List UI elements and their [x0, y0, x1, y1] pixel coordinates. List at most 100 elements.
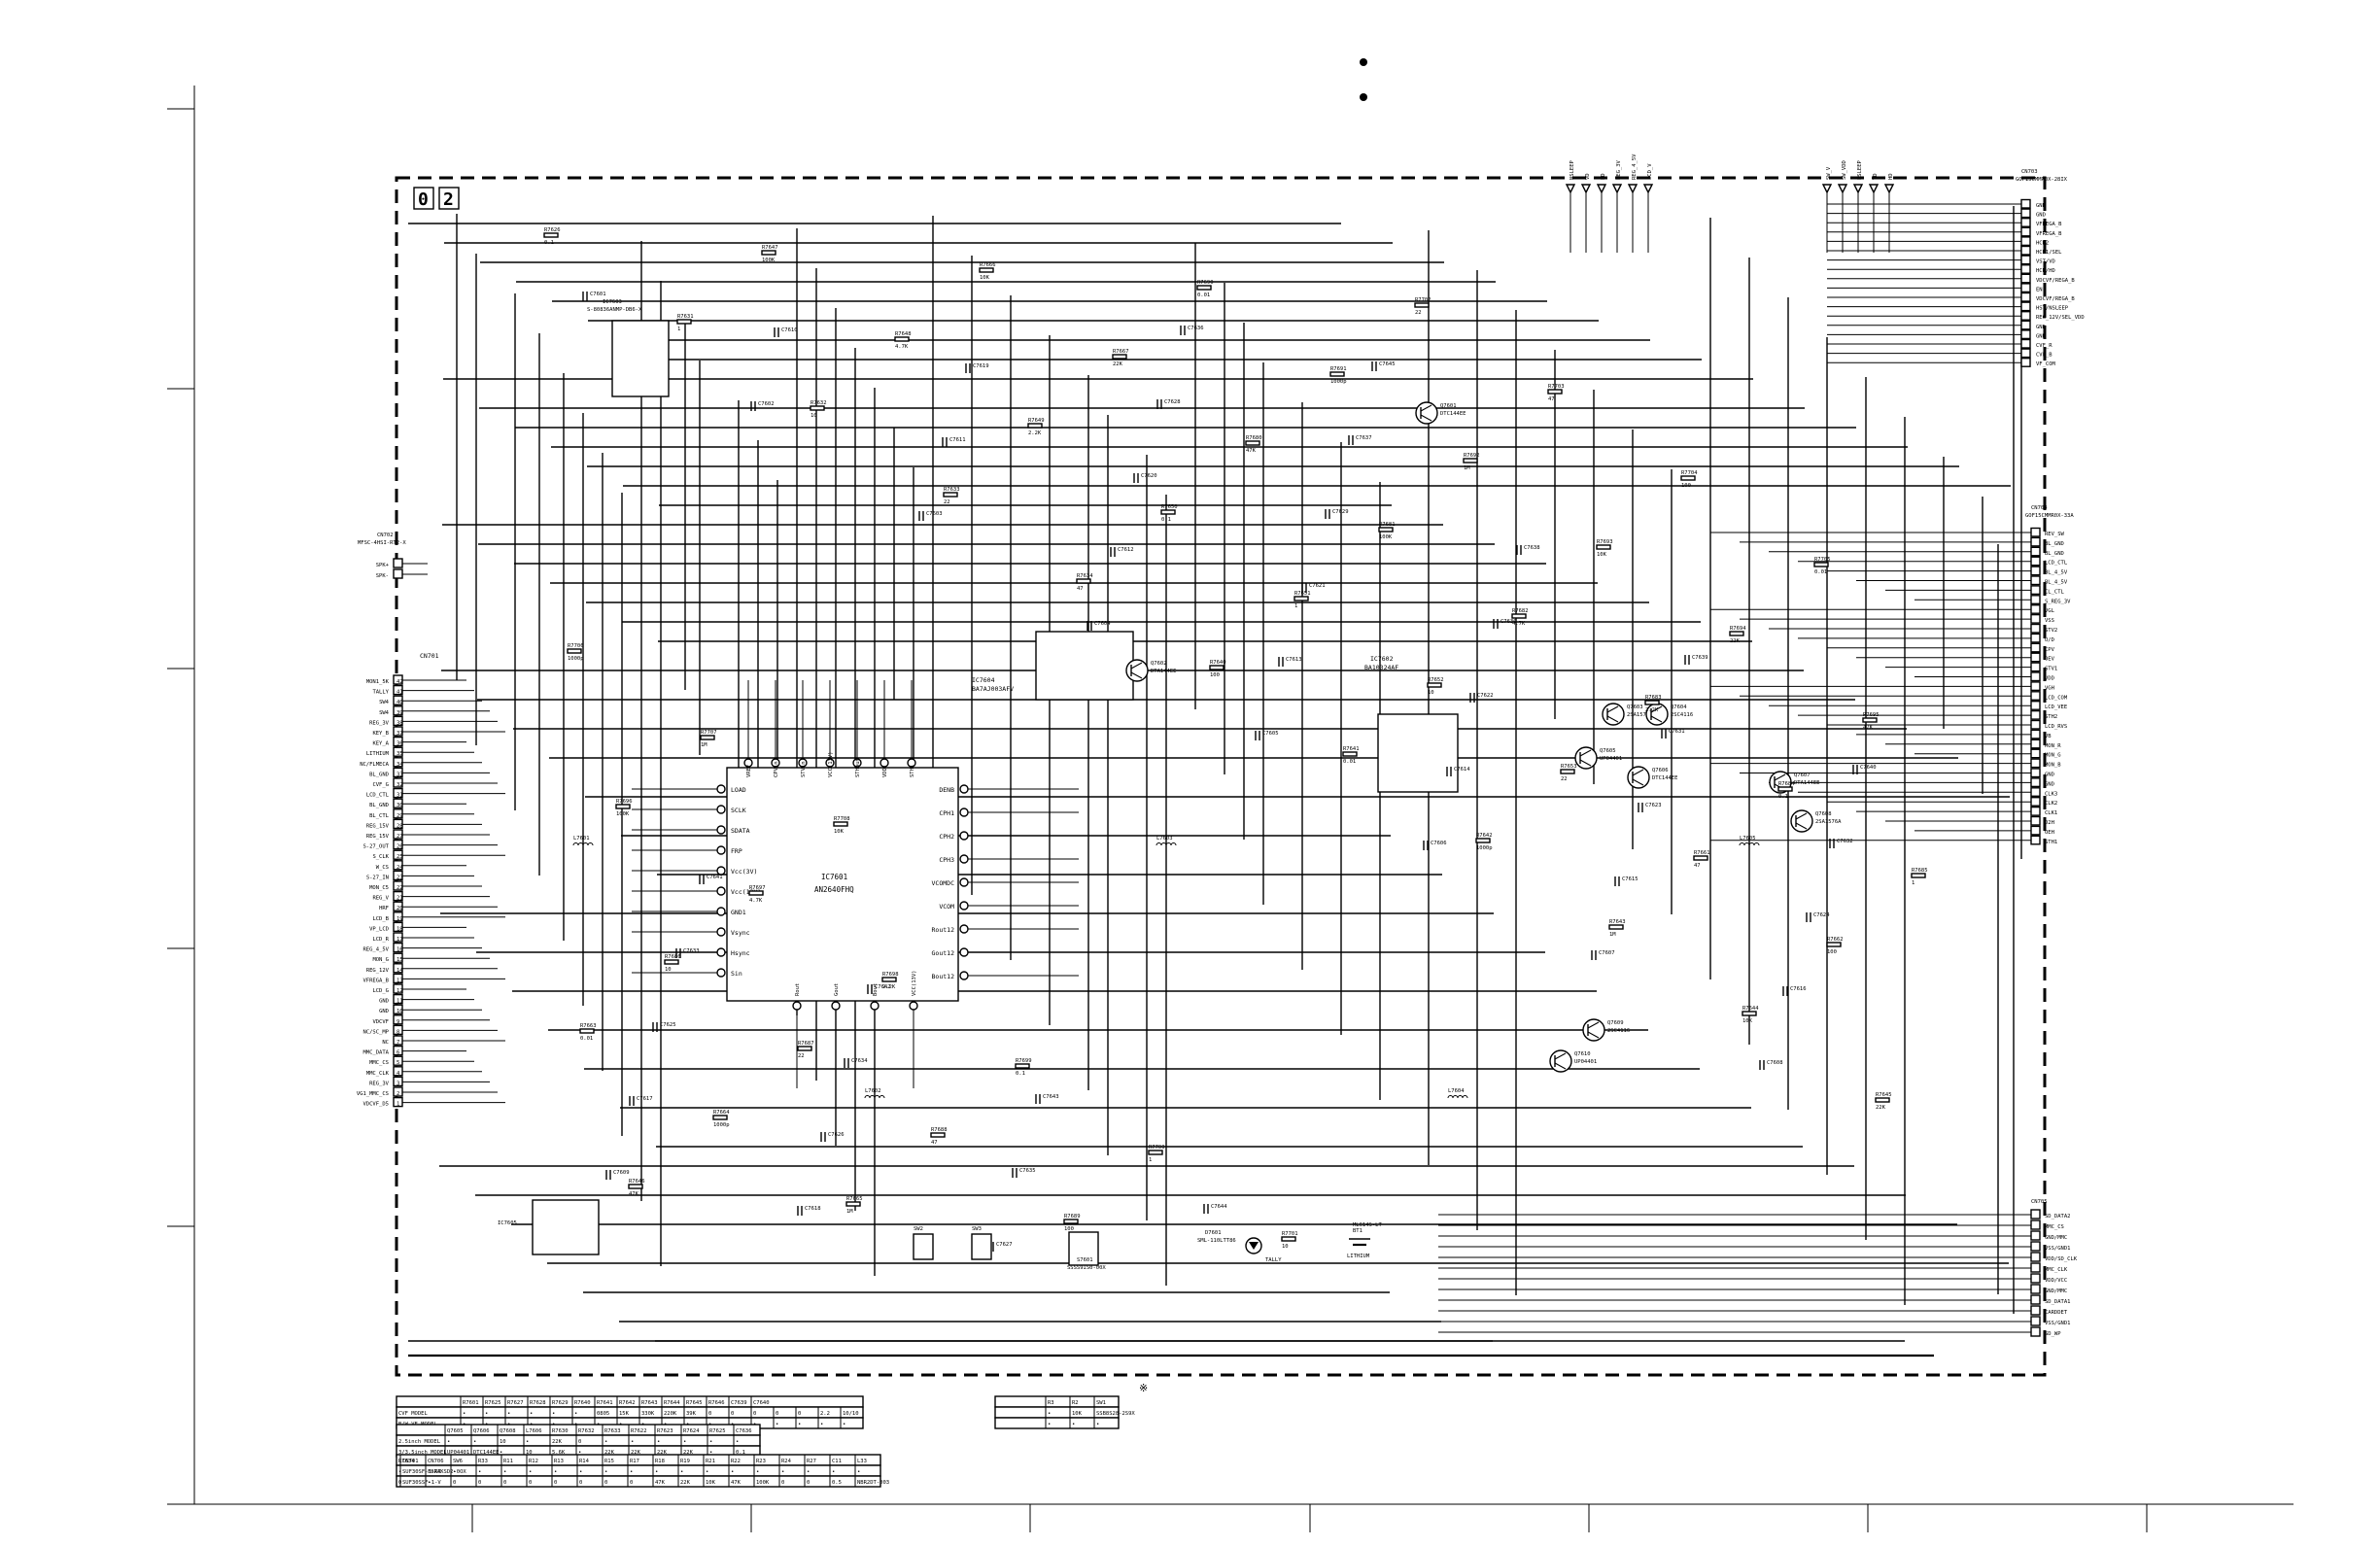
ic7601-pin	[716, 968, 726, 978]
resistor-ref: R7683	[1645, 695, 1662, 701]
table-cell: •	[781, 1469, 784, 1475]
cn701-pin-number: 16	[397, 947, 403, 953]
cn701-pin-label: MON_G	[372, 957, 389, 963]
capacitor-ref: C7641	[707, 875, 723, 880]
cn703-pin-box	[2020, 311, 2031, 321]
table-row	[396, 1475, 881, 1488]
cn703-pin-box	[2020, 292, 2031, 302]
cn701-pin-number: 17	[397, 937, 403, 943]
table-cell: 330K	[641, 1411, 655, 1417]
ic7601-part: AN2640FHQ	[814, 885, 854, 894]
table-header: L33	[857, 1459, 867, 1464]
table-cell: •	[428, 1480, 431, 1486]
resistor-ref: R7662	[1827, 937, 1844, 943]
coil-ref: L7603	[1156, 836, 1173, 842]
resistor-symbol	[1644, 700, 1660, 705]
capacitor-ref: C7617	[637, 1096, 653, 1102]
resistor-ref: R7632	[811, 400, 827, 406]
table-cell: •	[529, 1469, 532, 1475]
table-cell: 0	[753, 1411, 756, 1417]
coil-turn	[1447, 1095, 1454, 1099]
resistor-symbol	[810, 405, 825, 411]
resistor-ref: R7690	[1197, 280, 1214, 286]
table-header: R23	[756, 1459, 766, 1464]
cn701-pin-number: 7	[397, 1040, 399, 1046]
ic7604-ref: IC7604	[972, 676, 995, 684]
table-header: R7634	[398, 1459, 415, 1464]
capacitor-ref: C7611	[949, 437, 966, 443]
cn704-pin-label: STV1	[2045, 667, 2057, 672]
table-header: R7624	[683, 1428, 700, 1434]
switch-symbol	[971, 1233, 992, 1260]
table-header: Q7606	[473, 1428, 490, 1434]
transistor-part: UP04401	[1600, 756, 1622, 762]
resistor-symbol	[1777, 786, 1793, 792]
signal-flag-label: HD	[1888, 173, 1894, 180]
connector-cn704: CN704 GOF15CMMR0X-33A REV_SWBL_GNDBL_GND…	[1710, 505, 2074, 845]
resistor-ref: R7681	[1379, 522, 1396, 528]
resistor-symbol	[1160, 509, 1176, 515]
table-cell: 0	[798, 1411, 801, 1417]
cn703-pin-box	[2020, 255, 2031, 265]
cn701-pin-number: 35	[397, 751, 403, 757]
cn701-pin-label: NC	[382, 1040, 389, 1046]
cn704-pin-box	[2030, 527, 2041, 537]
ic7601-pin	[909, 1001, 918, 1011]
resistor-value: 0.1	[1016, 1071, 1025, 1077]
ic7601-top-pin: STHout	[855, 758, 861, 777]
table-header: R7633	[604, 1428, 621, 1434]
ic7604-part: BA7AJ003AFV	[972, 685, 1014, 693]
table-cell: 3/3.5inch MODEL	[398, 1450, 447, 1456]
resistor-ref: R7693	[1597, 539, 1613, 545]
transistor-ref: Q7607	[1794, 773, 1811, 778]
cn701-pin-number: 6	[397, 1050, 399, 1056]
table-cell: •	[857, 1469, 860, 1475]
coil-ref: L7601	[573, 836, 590, 842]
cn703-pin-box	[2020, 217, 2031, 227]
table-header: R7622	[631, 1428, 647, 1434]
switch-s7601: S7601 SSSS9IS0-00X	[1067, 1231, 1106, 1271]
resistor-symbol	[1862, 717, 1878, 723]
cn701-pin-label: GND	[379, 999, 389, 1005]
cn704-pin-box	[2030, 613, 2041, 624]
coil-turn	[1457, 1095, 1464, 1099]
table-header: R7623	[657, 1428, 673, 1434]
cn701-pin-label: SW4	[379, 700, 390, 705]
table-cell: 15K	[619, 1411, 630, 1417]
signal-flag-label: VD	[1585, 173, 1591, 180]
cn701-pin-number: 27	[397, 834, 403, 840]
cn703-pin-label: CVF_R	[2036, 343, 2052, 349]
resistor-ref: R7703	[1548, 384, 1565, 390]
resistor-symbol	[1560, 769, 1575, 774]
signal-flag-label: REG_4_5V	[1632, 154, 1638, 180]
table-cell: 22K	[683, 1450, 694, 1456]
ic7601-left-pin: GND1	[731, 909, 746, 916]
capacitor-ref: C7620	[1141, 473, 1157, 479]
coil-ref: L7605	[1740, 836, 1756, 842]
coil-ref: L7602	[865, 1088, 881, 1094]
table-cell: •	[478, 1469, 481, 1475]
cn705-pin-label: GND/MMC	[2045, 1235, 2067, 1241]
cn701-pin-number: 30	[397, 803, 403, 808]
resistor-symbol	[664, 959, 679, 965]
table-row	[396, 1406, 864, 1419]
transistor-collector	[1606, 705, 1619, 713]
cn704-pin-label: STV2	[2045, 628, 2057, 634]
transistor-ref: Q7608	[1815, 811, 1832, 817]
coil-turn	[874, 1095, 880, 1099]
cn704-pin-box	[2030, 825, 2041, 836]
table-cell: •	[1048, 1411, 1051, 1417]
resistor-ref: R7704	[1681, 470, 1698, 476]
cn705-pin-label: SD_WP	[2045, 1331, 2061, 1337]
table-header: R7645	[686, 1400, 703, 1406]
ic7603-part: S-80836ANMP-DB6-X	[587, 307, 642, 313]
cn701-pin-number: 26	[397, 844, 403, 850]
cn705-pin-label: VDD/SD_CLK	[2045, 1256, 2078, 1262]
transistor-emitter	[1650, 715, 1663, 723]
table-cell: •	[1072, 1422, 1075, 1427]
cn703-pin-label: GND	[2036, 203, 2046, 209]
cn704-pin-label: OEH	[2045, 830, 2054, 836]
transistor-symbol	[1574, 746, 1598, 770]
table-header: SW1	[1096, 1400, 1106, 1406]
